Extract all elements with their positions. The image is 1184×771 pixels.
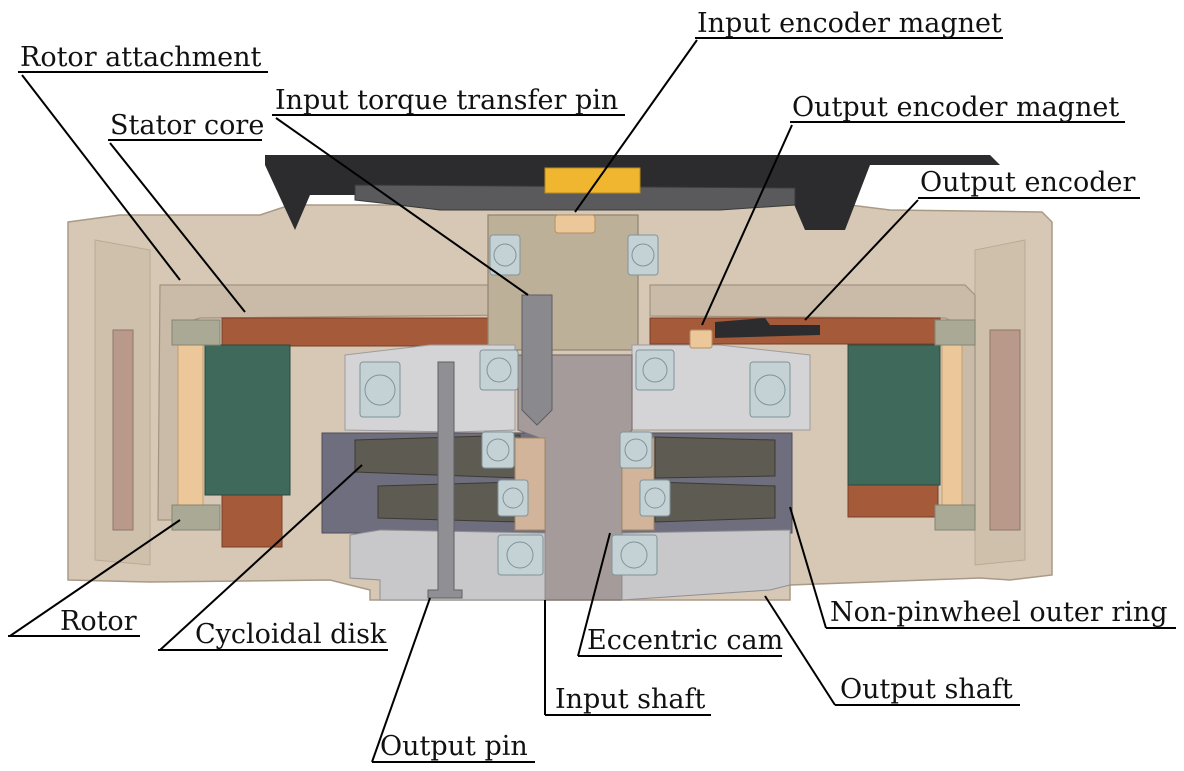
housing-wall-right <box>989 329 1021 531</box>
label-input-torque-transfer-pin: Input torque transfer pin <box>275 85 618 116</box>
actuator-assembly <box>67 155 1053 601</box>
housing-wall-left <box>112 329 134 531</box>
label-rotor: Rotor <box>60 606 137 637</box>
rotor-magnet-left <box>177 344 204 506</box>
rotor-cap-left-bottom <box>171 504 221 531</box>
encoder-ring <box>354 184 796 211</box>
leader-non-pinwheel-ring-arrow <box>789 506 827 629</box>
leader-output-shaft-arrow <box>764 595 836 706</box>
label-rotor-attachment: Rotor attachment <box>20 42 262 73</box>
leader-input-torque-pin-arrow <box>275 117 529 296</box>
leader-stator-core-arrow <box>109 142 246 313</box>
label-output-encoder-magnet: Output encoder magnet <box>792 92 1119 123</box>
leader-lines <box>8 37 1176 763</box>
output-pin-shape <box>427 361 463 599</box>
label-input-shaft: Input shaft <box>555 684 705 715</box>
label-output-pin: Output pin <box>380 731 528 762</box>
label-stator-core: Stator core <box>110 110 264 141</box>
stator-winding-left <box>204 344 291 496</box>
callout-labels: Rotor attachment Stator core Input torqu… <box>20 8 1168 762</box>
label-cycloidal-disk: Cycloidal disk <box>195 619 387 650</box>
rotor-magnet-right <box>941 344 963 506</box>
leader-output-encoder-arrow <box>804 199 919 321</box>
leader-output-encoder-magnet-arrow <box>701 124 793 326</box>
output-encoder-shape <box>715 318 820 338</box>
output-shaft-shape-right <box>621 529 791 601</box>
rotor-cap-left-top <box>171 319 221 346</box>
input-encoder-magnet-shape <box>554 214 596 234</box>
label-input-encoder-magnet: Input encoder magnet <box>697 8 1002 39</box>
stator-tooth-left <box>221 491 283 548</box>
rotor-cap-right-top <box>934 319 976 346</box>
cycloidal-disk-bottom-right <box>654 481 776 523</box>
leader-cycloidal-disk-arrow <box>159 464 363 651</box>
stator-tooth-right <box>847 484 939 518</box>
leader-rotor-attachment-arrow <box>21 74 181 281</box>
stator-core-left <box>221 317 503 347</box>
leader-rotor-arrow <box>9 519 181 637</box>
cycloidal-disk-top-right <box>654 436 776 479</box>
label-output-shaft: Output shaft <box>840 674 1013 705</box>
input-encoder-chip <box>544 167 641 194</box>
bearings <box>359 234 791 576</box>
rotor-cap-right-bottom <box>934 504 976 531</box>
label-eccentric-cam: Eccentric cam <box>587 625 783 656</box>
label-output-encoder: Output encoder <box>920 167 1135 198</box>
label-non-pinwheel-outer-ring: Non-pinwheel outer ring <box>830 597 1168 628</box>
input-torque-pin-shape <box>521 294 553 426</box>
leader-input-encoder-magnet-arrow <box>574 39 698 213</box>
output-encoder-magnet-shape <box>689 329 713 349</box>
leader-eccentric-cam-arrow <box>577 532 611 657</box>
leader-output-pin-arrow <box>371 597 431 763</box>
stator-winding-right <box>847 344 941 486</box>
